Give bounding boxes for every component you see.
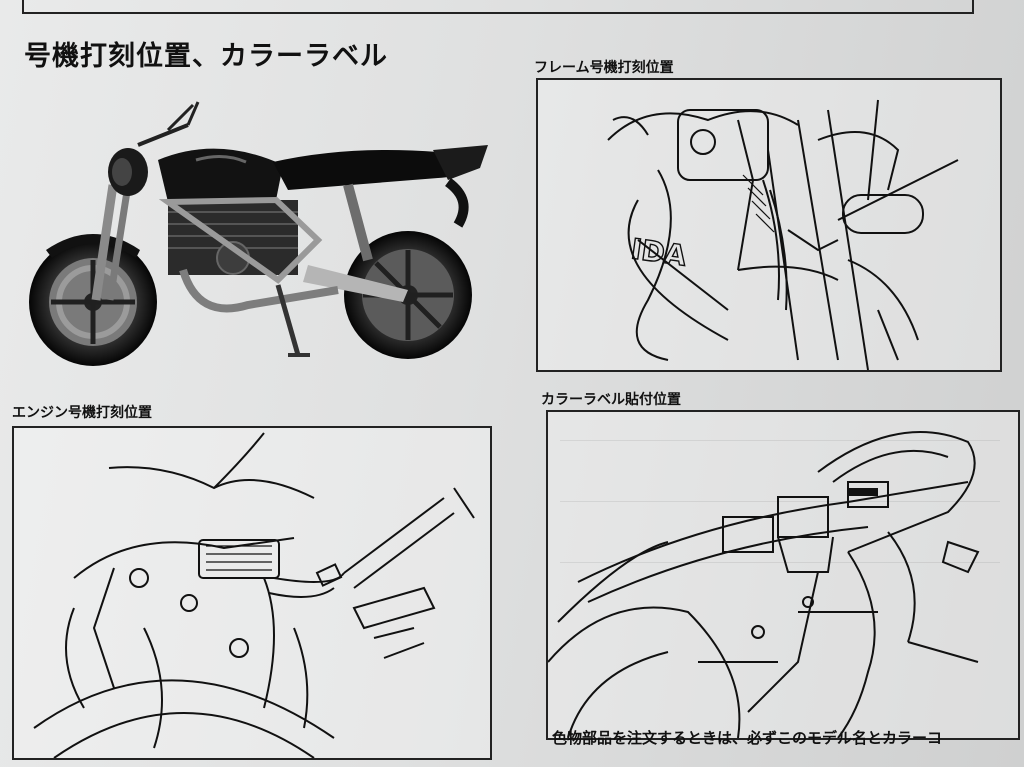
bleed-through-texture <box>560 380 1000 740</box>
page-title: 号機打刻位置、カラーラベル <box>24 41 388 72</box>
engine-diagram <box>33 432 475 758</box>
footer-note: 色物部品を注文するときは、必ずこのモデル名とカラーコ <box>552 729 943 747</box>
color-label-section-label: カラーラベル貼付位置 <box>541 392 681 408</box>
frame-number-panel: IDA <box>536 78 1002 372</box>
color-label-panel <box>546 410 1020 740</box>
frame-section-label: フレーム号機打刻位置 <box>534 60 674 76</box>
color-label-diagram <box>548 431 980 738</box>
engine-section-label: エンジン号機打刻位置 <box>12 405 152 421</box>
engine-number-panel <box>12 426 492 760</box>
motorcycle-photo <box>29 101 488 366</box>
frame-diagram: IDA <box>607 99 959 370</box>
top-table-edge <box>22 0 974 14</box>
color-label-sticker <box>848 488 878 496</box>
